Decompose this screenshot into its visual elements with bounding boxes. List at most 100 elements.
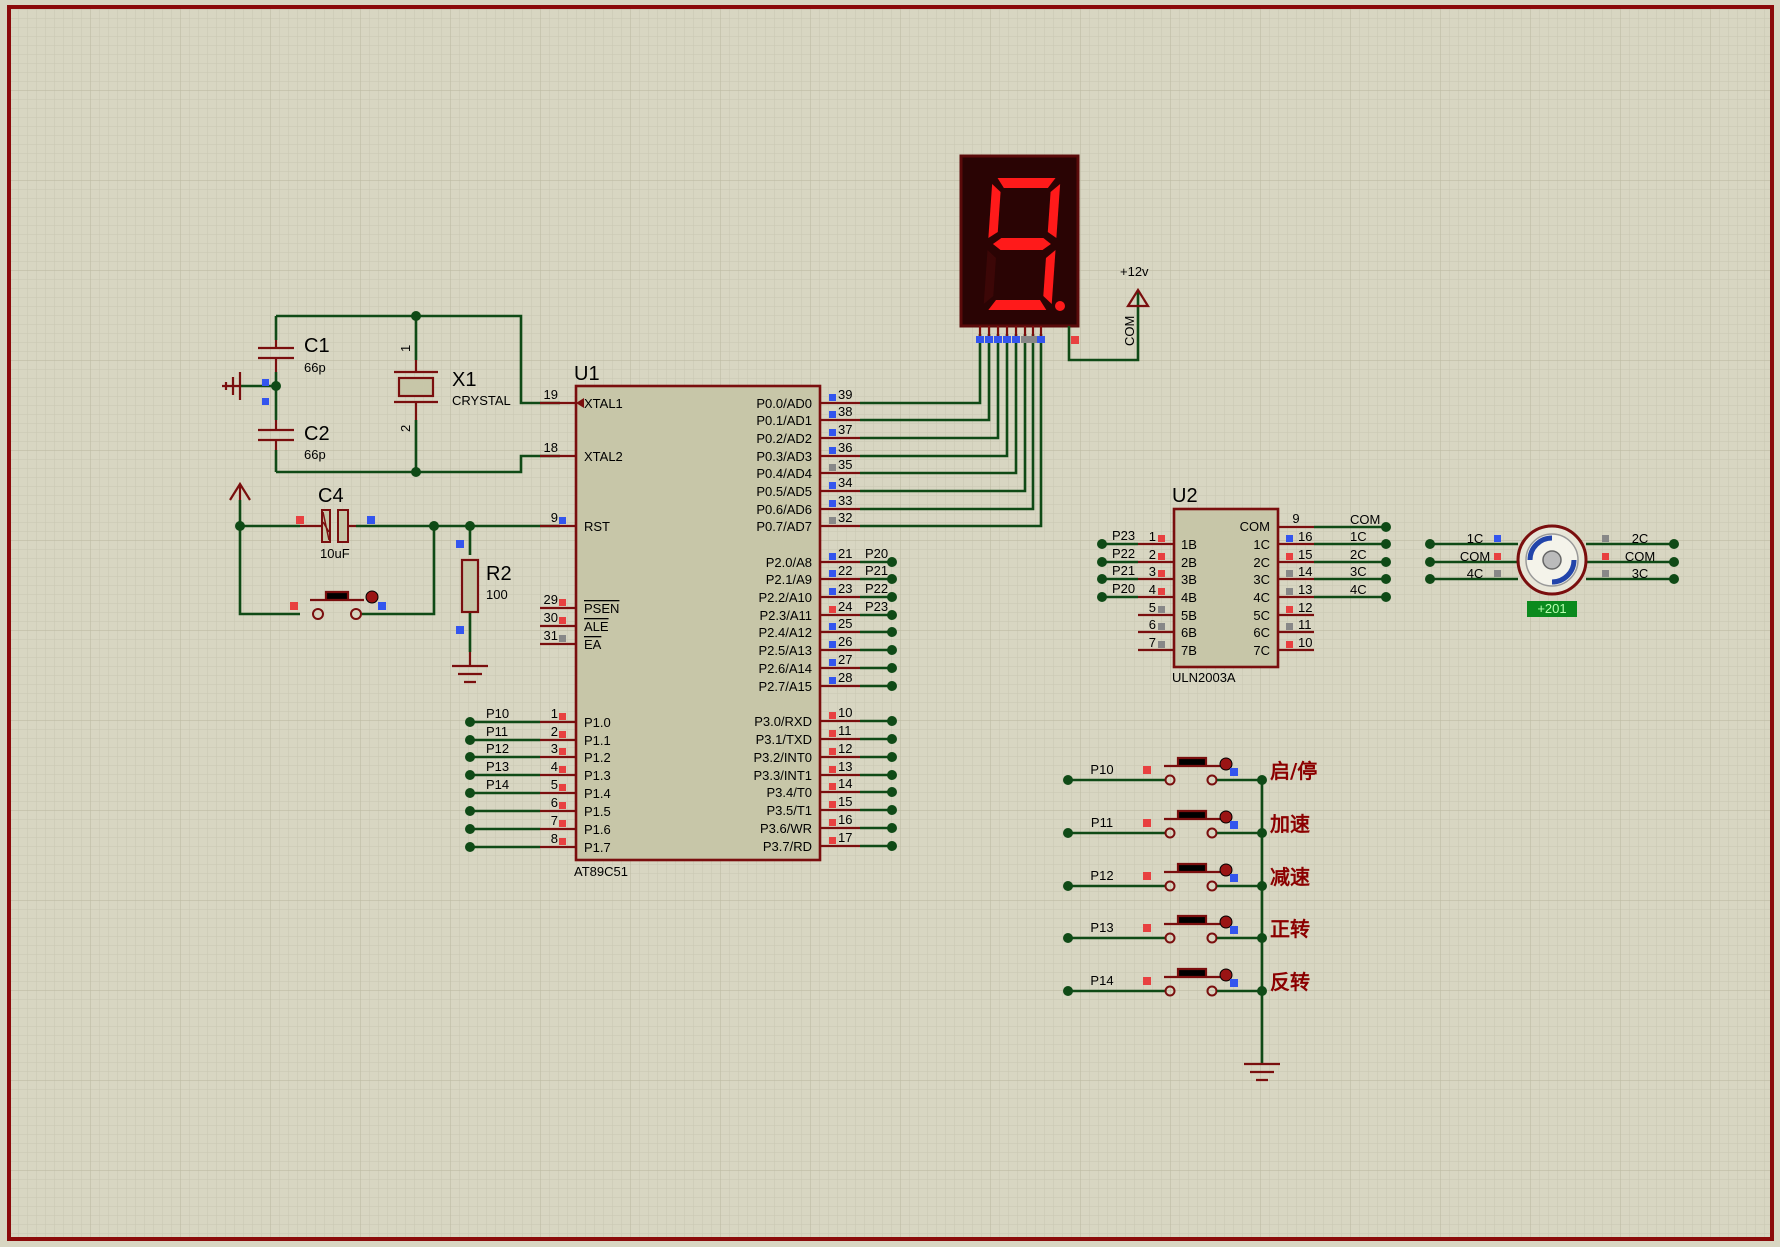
pin-state-indicator xyxy=(829,641,836,648)
pin-state-indicator xyxy=(829,411,836,418)
u1-pin-number: 9 xyxy=(551,510,558,525)
u1-pin-name: P2.3/A11 xyxy=(759,608,812,623)
u2-pin-name: 3C xyxy=(1253,572,1270,587)
capacitor-c2[interactable]: C2 66p xyxy=(258,420,330,462)
pin-state-indicator xyxy=(559,820,566,827)
motor-left-label: COM xyxy=(1460,549,1490,564)
u1-pin-name: P1.6 xyxy=(584,822,611,837)
u2-pin-number: 5 xyxy=(1149,600,1156,615)
u1-pin-number: 38 xyxy=(838,404,852,419)
resistor-r2[interactable]: R2 100 xyxy=(456,540,512,634)
motor-left-label: 1C xyxy=(1467,531,1484,546)
net-label: P10 xyxy=(486,706,509,721)
pin-state-indicator xyxy=(1602,535,1609,542)
pin-state-indicator xyxy=(1158,553,1165,560)
mcu-u1[interactable]: U1 AT89C51 19XTAL118XTAL29RST29PSEN30ALE… xyxy=(540,363,888,879)
pin-state-indicator xyxy=(829,464,836,471)
x1-ref: X1 xyxy=(452,369,476,391)
u1-pin-number: 25 xyxy=(838,616,852,631)
pin-state-indicator xyxy=(829,837,836,844)
segment-c xyxy=(1043,250,1056,304)
pin-state-indicator xyxy=(1230,979,1238,987)
u2-pin-number: 4 xyxy=(1149,582,1156,597)
pin-state-indicator xyxy=(829,588,836,595)
button-label: 加速 xyxy=(1269,812,1310,836)
pin-state-indicator xyxy=(829,517,836,524)
reset-button[interactable] xyxy=(290,590,386,620)
pin-state-indicator xyxy=(1143,977,1151,985)
pin-state-indicator xyxy=(829,677,836,684)
u2-pin-number: 2 xyxy=(1149,547,1156,562)
u2-ref: U2 xyxy=(1172,485,1198,507)
u1-pin-name: P2.7/A15 xyxy=(759,679,813,694)
u2-pin-number: 1 xyxy=(1149,529,1156,544)
decimal-point xyxy=(1055,301,1065,311)
crystal-x1[interactable]: 1 2 X1 CRYSTAL xyxy=(394,345,511,432)
net-label: P22 xyxy=(1112,546,1135,561)
button-label: 反转 xyxy=(1270,970,1310,994)
u2-part: ULN2003A xyxy=(1172,670,1236,685)
segment-e xyxy=(983,250,996,304)
pin-state-indicator xyxy=(1286,606,1293,613)
c4-value: 10uF xyxy=(320,546,350,561)
capacitor-c4[interactable]: C4 10uF xyxy=(296,485,375,561)
ground-symbol-buttons xyxy=(1244,1062,1280,1082)
seven-segment-display[interactable]: 9 COM +12v xyxy=(0,0,1150,362)
display-pins xyxy=(976,326,1045,343)
u1-pin-name: P3.7/RD xyxy=(763,839,812,854)
pin-state-indicator xyxy=(1494,535,1501,542)
pin-state-indicator xyxy=(1602,553,1609,560)
net-label: P22 xyxy=(865,581,888,596)
pin-state-indicator xyxy=(829,500,836,507)
u1-pin-name: XTAL1 xyxy=(584,396,623,411)
pin-state-indicator xyxy=(559,599,566,606)
driver-u2[interactable]: U2 ULN2003A 11BP2322BP2233BP2144BP2055B6… xyxy=(1097,485,1391,685)
pin-state-indicator xyxy=(559,748,566,755)
u1-pin-number: 24 xyxy=(838,599,852,614)
segment-d xyxy=(988,300,1047,310)
u1-pin-name: XTAL2 xyxy=(584,449,623,464)
display-segments xyxy=(983,178,1061,310)
pin-state-indicator xyxy=(1158,535,1165,542)
pin-state-indicator xyxy=(829,730,836,737)
net-label: P13 xyxy=(486,759,509,774)
r2-value: 100 xyxy=(486,587,508,602)
u2-pin-name: 4B xyxy=(1181,590,1197,605)
net-label: 1C xyxy=(1350,529,1367,544)
pin-state-indicator xyxy=(829,623,836,630)
pin-state-indicator xyxy=(1158,641,1165,648)
u1-pin-number: 17 xyxy=(838,830,852,845)
net-label: P12 xyxy=(1090,868,1113,883)
u1-pin-name: RST xyxy=(584,519,610,534)
pin-state-indicator xyxy=(829,394,836,401)
pin-state-indicator xyxy=(1029,336,1037,343)
u2-pin-number: 12 xyxy=(1298,600,1312,615)
pin-state-indicator xyxy=(1158,588,1165,595)
pin-state-indicator xyxy=(1143,819,1151,827)
u1-pin-number: 21 xyxy=(838,546,852,561)
u1-pin-number: 31 xyxy=(544,628,558,643)
u1-pin-name: P3.3/INT1 xyxy=(753,768,812,783)
pin-state-indicator xyxy=(1021,336,1029,343)
u2-pin-number: 13 xyxy=(1298,582,1312,597)
net-label: 3C xyxy=(1350,564,1367,579)
u1-pin-name: P1.2 xyxy=(584,750,611,765)
capacitor-c1[interactable]: C1 66p xyxy=(258,335,330,375)
pin-state-indicator xyxy=(559,731,566,738)
u1-pin-number: 32 xyxy=(838,510,852,525)
pin-state-indicator xyxy=(829,819,836,826)
u1-pin-name: P1.7 xyxy=(584,840,611,855)
c1-value: 66p xyxy=(304,360,326,375)
power-label: +12v xyxy=(1120,264,1149,279)
pin-state-indicator xyxy=(829,570,836,577)
segment-a xyxy=(997,178,1056,188)
u1-pin-number: 34 xyxy=(838,475,852,490)
pin-state-indicator xyxy=(1286,623,1293,630)
u2-pin-name: 6B xyxy=(1181,625,1197,640)
